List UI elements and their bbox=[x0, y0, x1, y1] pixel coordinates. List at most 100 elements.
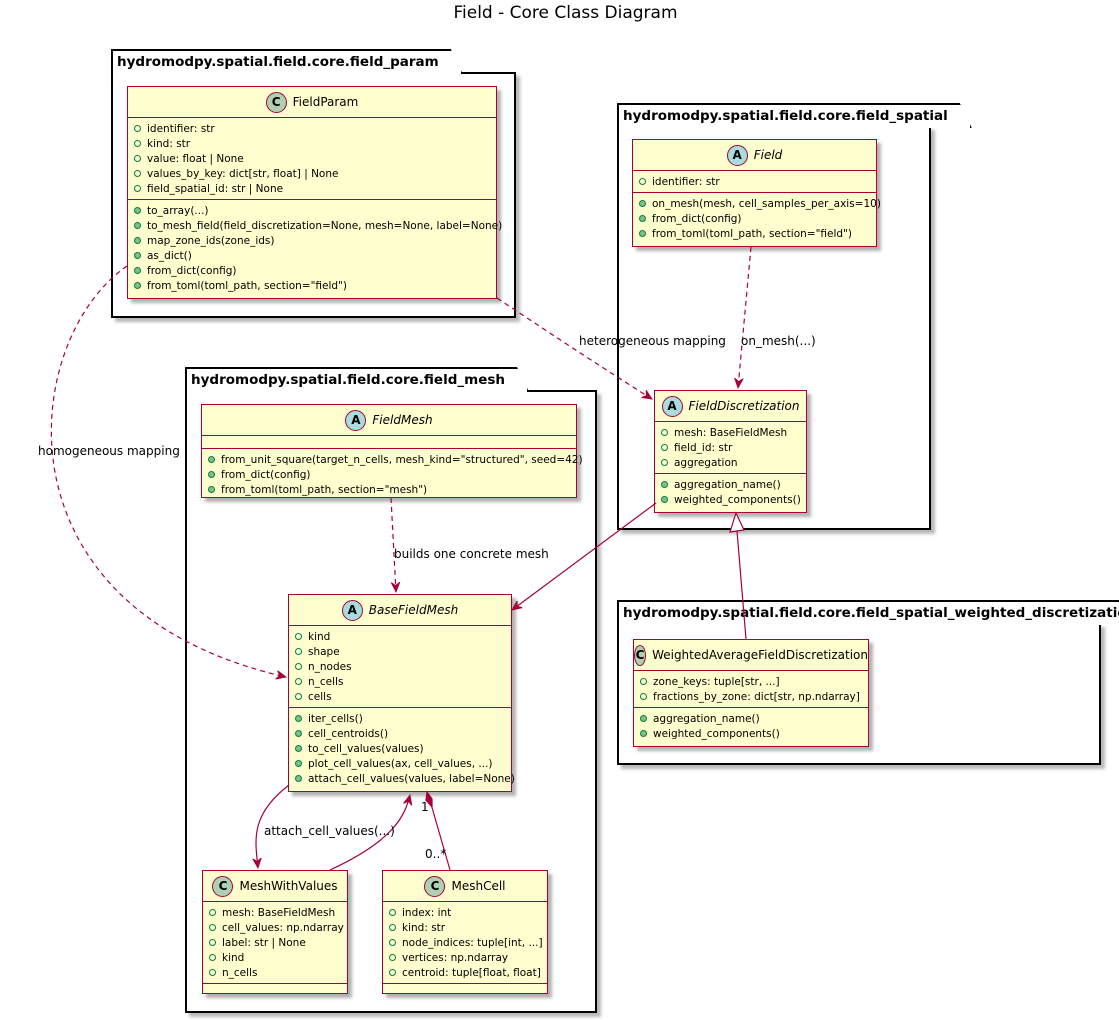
method-text: from_dict(config) bbox=[221, 468, 311, 481]
method-row: to_array(...) bbox=[128, 203, 496, 218]
class-name: WeightedAverageFieldDiscretization bbox=[652, 648, 868, 662]
method-text: from_toml(toml_path, section="field") bbox=[652, 227, 852, 240]
method-row: weighted_components() bbox=[634, 726, 868, 741]
label-multiplicity-one: 1 bbox=[421, 800, 429, 814]
abstract-class-badge-icon: A bbox=[345, 409, 367, 431]
public-field-icon bbox=[661, 444, 668, 451]
label-builds-mesh: builds one concrete mesh bbox=[394, 547, 549, 561]
public-field-icon bbox=[134, 140, 141, 147]
composition-diamond bbox=[425, 790, 433, 809]
package-weighted-discretization-label: hydromodpy.spatial.field.core.field_spat… bbox=[617, 600, 1119, 625]
class-methods: from_unit_square(target_n_cells, mesh_ki… bbox=[202, 448, 583, 500]
field-text: zone_keys: tuple[str, ...] bbox=[653, 675, 780, 688]
class-methods: aggregation_name()weighted_components() bbox=[655, 473, 806, 510]
field-row: kind: str bbox=[383, 920, 547, 935]
diagram-title: Field - Core Class Diagram bbox=[453, 3, 678, 23]
field-row: zone_keys: tuple[str, ...] bbox=[634, 674, 868, 689]
field-text: field_id: str bbox=[674, 441, 733, 454]
method-text: map_zone_ids(zone_ids) bbox=[147, 234, 275, 247]
class-name: MeshCell bbox=[451, 879, 506, 893]
method-row: to_mesh_field(field_discretization=None,… bbox=[128, 218, 502, 233]
public-field-icon bbox=[295, 678, 302, 685]
method-text: to_mesh_field(field_discretization=None,… bbox=[147, 219, 503, 232]
public-method-icon bbox=[134, 267, 141, 274]
public-field-icon bbox=[661, 429, 668, 436]
method-text: from_toml(toml_path, section="field") bbox=[147, 279, 347, 292]
package-field-param-label: hydromodpy.spatial.field.core.field_para… bbox=[111, 49, 463, 74]
class-badge-icon: C bbox=[424, 875, 446, 897]
public-field-icon bbox=[209, 969, 216, 976]
public-method-icon bbox=[661, 496, 668, 503]
class-methods: to_array(...)to_mesh_field(field_discret… bbox=[128, 199, 502, 296]
public-field-icon bbox=[134, 185, 141, 192]
method-row: from_dict(config) bbox=[128, 263, 496, 278]
package-field-spatial-label: hydromodpy.spatial.field.core.field_spat… bbox=[617, 103, 972, 128]
abstract-class-badge-icon: A bbox=[726, 144, 748, 166]
public-method-icon bbox=[639, 215, 646, 222]
public-method-icon bbox=[640, 730, 647, 737]
method-text: to_cell_values(values) bbox=[308, 742, 424, 755]
field-row: shape bbox=[289, 644, 511, 659]
public-field-icon bbox=[209, 909, 216, 916]
class-badge-icon: C bbox=[265, 91, 287, 113]
field-text: kind bbox=[222, 951, 245, 964]
edge-on-mesh bbox=[738, 246, 752, 388]
edge-inheritance-weighted bbox=[736, 530, 747, 640]
public-field-icon bbox=[639, 178, 646, 185]
field-row: vertices: np.ndarray bbox=[383, 950, 547, 965]
label-homogeneous-mapping: homogeneous mapping bbox=[38, 444, 180, 458]
field-row: mesh: BaseFieldMesh bbox=[203, 905, 347, 920]
field-text: vertices: np.ndarray bbox=[402, 951, 509, 964]
method-row: map_zone_ids(zone_ids) bbox=[128, 233, 496, 248]
field-text: value: float | None bbox=[147, 152, 244, 165]
class-name: FieldDiscretization bbox=[688, 399, 800, 413]
public-field-icon bbox=[661, 459, 668, 466]
method-row: weighted_components() bbox=[655, 492, 806, 507]
public-method-icon bbox=[208, 456, 215, 463]
method-text: as_dict() bbox=[147, 249, 192, 262]
edge-attach-cell-values bbox=[256, 784, 290, 868]
method-row: aggregation_name() bbox=[655, 477, 806, 492]
field-text: index: int bbox=[402, 906, 452, 919]
public-method-icon bbox=[661, 481, 668, 488]
public-method-icon bbox=[134, 237, 141, 244]
method-text: from_dict(config) bbox=[147, 264, 237, 277]
field-row: field_spatial_id: str | None bbox=[128, 181, 496, 196]
field-text: node_indices: tuple[int, ...] bbox=[402, 936, 543, 949]
class-name: BaseFieldMesh bbox=[368, 603, 459, 617]
field-text: kind bbox=[308, 630, 331, 643]
public-field-icon bbox=[389, 909, 396, 916]
field-text: mesh: BaseFieldMesh bbox=[222, 906, 336, 919]
edge-homogeneous-mapping bbox=[50, 265, 286, 677]
public-method-icon bbox=[134, 207, 141, 214]
field-text: centroid: tuple[float, float] bbox=[402, 966, 541, 979]
public-field-icon bbox=[389, 939, 396, 946]
method-text: plot_cell_values(ax, cell_values, ...) bbox=[308, 757, 493, 770]
method-row: plot_cell_values(ax, cell_values, ...) bbox=[289, 756, 511, 771]
public-method-icon bbox=[295, 715, 302, 722]
public-method-icon bbox=[639, 200, 646, 207]
public-field-icon bbox=[295, 663, 302, 670]
public-method-icon bbox=[295, 730, 302, 737]
field-text: kind: str bbox=[147, 137, 191, 150]
label-on-mesh: on_mesh(...) bbox=[741, 334, 816, 348]
public-method-icon bbox=[134, 252, 141, 259]
